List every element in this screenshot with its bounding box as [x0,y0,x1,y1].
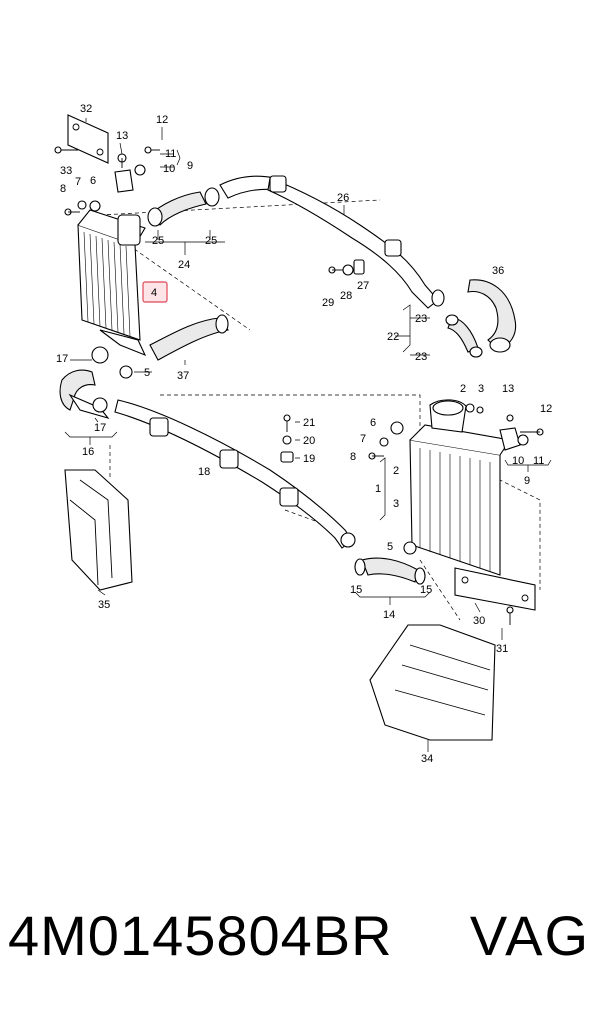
upper-hoses [147,175,279,227]
label-5: 5 [387,541,393,553]
label-9: 9 [524,475,530,487]
label-15: 15 [420,584,432,596]
label-29: 29 [322,297,334,309]
label-3: 3 [478,383,484,395]
label-4: 4 [151,287,157,299]
label-20: 20 [303,435,315,447]
callout-labels: 32 13 12 11 10 9 33 8 7 6 25 25 24 26 4 … [56,103,552,765]
label-36: 36 [492,265,504,277]
label-16: 16 [82,446,94,458]
bracket-plate-30 [454,567,536,625]
mount-parts-19-21 [280,414,294,463]
label-17: 17 [56,353,68,365]
footer: 4M0145804BR VAG [0,900,600,980]
label-22: 22 [387,331,399,343]
label-25: 25 [152,235,164,247]
label-26: 26 [337,192,349,204]
label-7: 7 [360,433,366,445]
label-15: 15 [350,584,362,596]
bracket-plate-32 [54,114,109,164]
right-hardware [368,403,544,460]
label-3: 3 [393,498,399,510]
label-8: 8 [350,451,356,463]
label-30: 30 [473,615,485,627]
charge-pipe-18 [114,399,356,549]
parts-diagram: 32 13 12 11 10 9 33 8 7 6 25 25 24 26 4 … [54,103,552,765]
label-23: 23 [415,313,427,325]
left-hardware [64,146,160,216]
right-intercooler [403,399,521,576]
label-2: 2 [393,465,399,477]
label-17: 17 [94,422,106,434]
callout-lines [64,118,552,752]
label-10: 10 [163,163,175,175]
label-27: 27 [357,280,369,292]
label-32: 32 [80,103,92,115]
label-5: 5 [144,367,150,379]
label-14: 14 [383,609,395,621]
label-31: 31 [496,643,508,655]
charge-pipe-26 [267,175,445,309]
brand-label: VAG [469,904,590,967]
label-28: 28 [340,290,352,302]
label-12: 12 [540,403,552,415]
left-hoses [59,314,229,420]
hose-14 [354,557,426,585]
air-guide-35 [64,469,133,591]
label-24: 24 [178,259,190,271]
label-33: 33 [60,165,72,177]
label-6: 6 [90,175,96,187]
right-hose-36 [467,279,517,353]
label-21: 21 [303,417,315,429]
label-12: 12 [156,114,168,126]
label-34: 34 [421,753,433,765]
air-guide-34 [369,624,496,741]
label-9: 9 [187,160,193,172]
label-35: 35 [98,599,110,611]
label-2: 2 [460,383,466,395]
part-number: 4M0145804BR [8,904,393,967]
label-19: 19 [303,453,315,465]
highlight-part-4 [142,281,168,303]
label-10: 10 [512,455,524,467]
label-23: 23 [415,351,427,363]
hose-22 [445,314,483,358]
left-intercooler [77,209,147,379]
label-13: 13 [116,130,128,142]
label-11: 11 [165,148,176,160]
label-37: 37 [177,370,189,382]
label-25: 25 [205,235,217,247]
label-6: 6 [370,417,376,429]
label-11: 11 [533,455,544,467]
label-1: 1 [375,483,381,495]
label-7: 7 [75,176,81,188]
label-18: 18 [198,466,210,478]
label-13: 13 [502,383,514,395]
label-8: 8 [60,183,66,195]
mount-parts-27-29 [328,259,365,276]
